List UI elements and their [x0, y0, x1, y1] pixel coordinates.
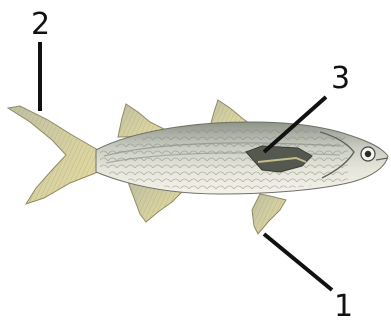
label-2: 2	[31, 7, 50, 42]
pelvic-fin	[252, 194, 286, 234]
leader-line-1	[264, 234, 332, 290]
label-3: 3	[331, 61, 350, 96]
caudal-fin	[8, 106, 98, 204]
label-1: 1	[334, 289, 353, 324]
